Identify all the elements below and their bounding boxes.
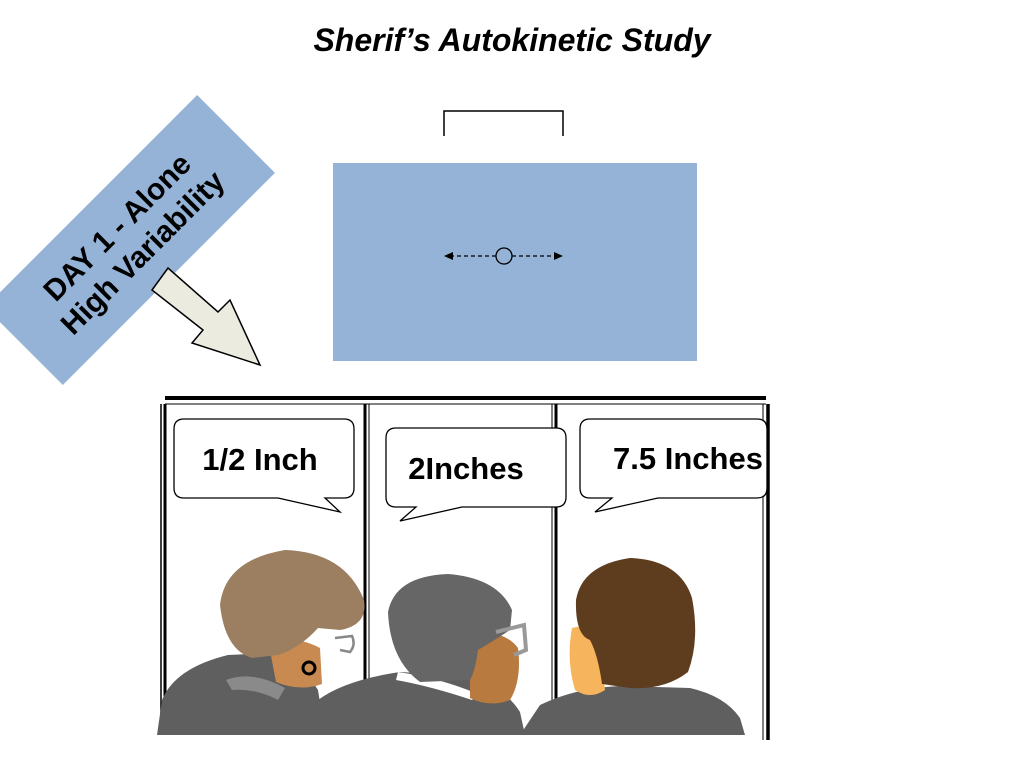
participant-2 xyxy=(300,574,529,735)
participant-1-earring-icon xyxy=(301,660,317,676)
participant-3-body xyxy=(520,686,745,735)
page-title: Sherif’s Autokinetic Study xyxy=(313,22,711,58)
speech-bubble-2: 2Inches xyxy=(385,427,567,522)
participant-1-hair xyxy=(220,550,365,658)
bubble-text-2: 2Inches xyxy=(408,451,523,486)
bubble-text-3: 7.5 Inches xyxy=(613,441,763,476)
participant-2-hair xyxy=(388,574,512,682)
participant-2-glasses-icon xyxy=(495,622,529,657)
left-arrowhead xyxy=(444,252,453,260)
light-dot xyxy=(495,247,513,265)
participant-1-collar xyxy=(226,676,285,700)
light-point xyxy=(444,247,563,265)
participant-2-body xyxy=(300,672,525,735)
speech-bubble-1: 1/2 Inch xyxy=(173,418,355,514)
participant-3 xyxy=(520,558,745,735)
bubble-text-1: 1/2 Inch xyxy=(202,442,317,477)
pointer-arrow xyxy=(150,266,262,367)
projection-screen xyxy=(333,163,697,361)
participant-2-face xyxy=(470,631,519,704)
right-arrowhead xyxy=(554,252,563,260)
participant-1 xyxy=(157,550,365,735)
banner-background xyxy=(0,95,275,385)
participant-3-hair xyxy=(575,558,696,689)
speech-bubble-3: 7.5 Inches xyxy=(579,418,768,513)
projector-bracket xyxy=(443,110,564,136)
participant-1-glasses-icon xyxy=(334,634,355,654)
